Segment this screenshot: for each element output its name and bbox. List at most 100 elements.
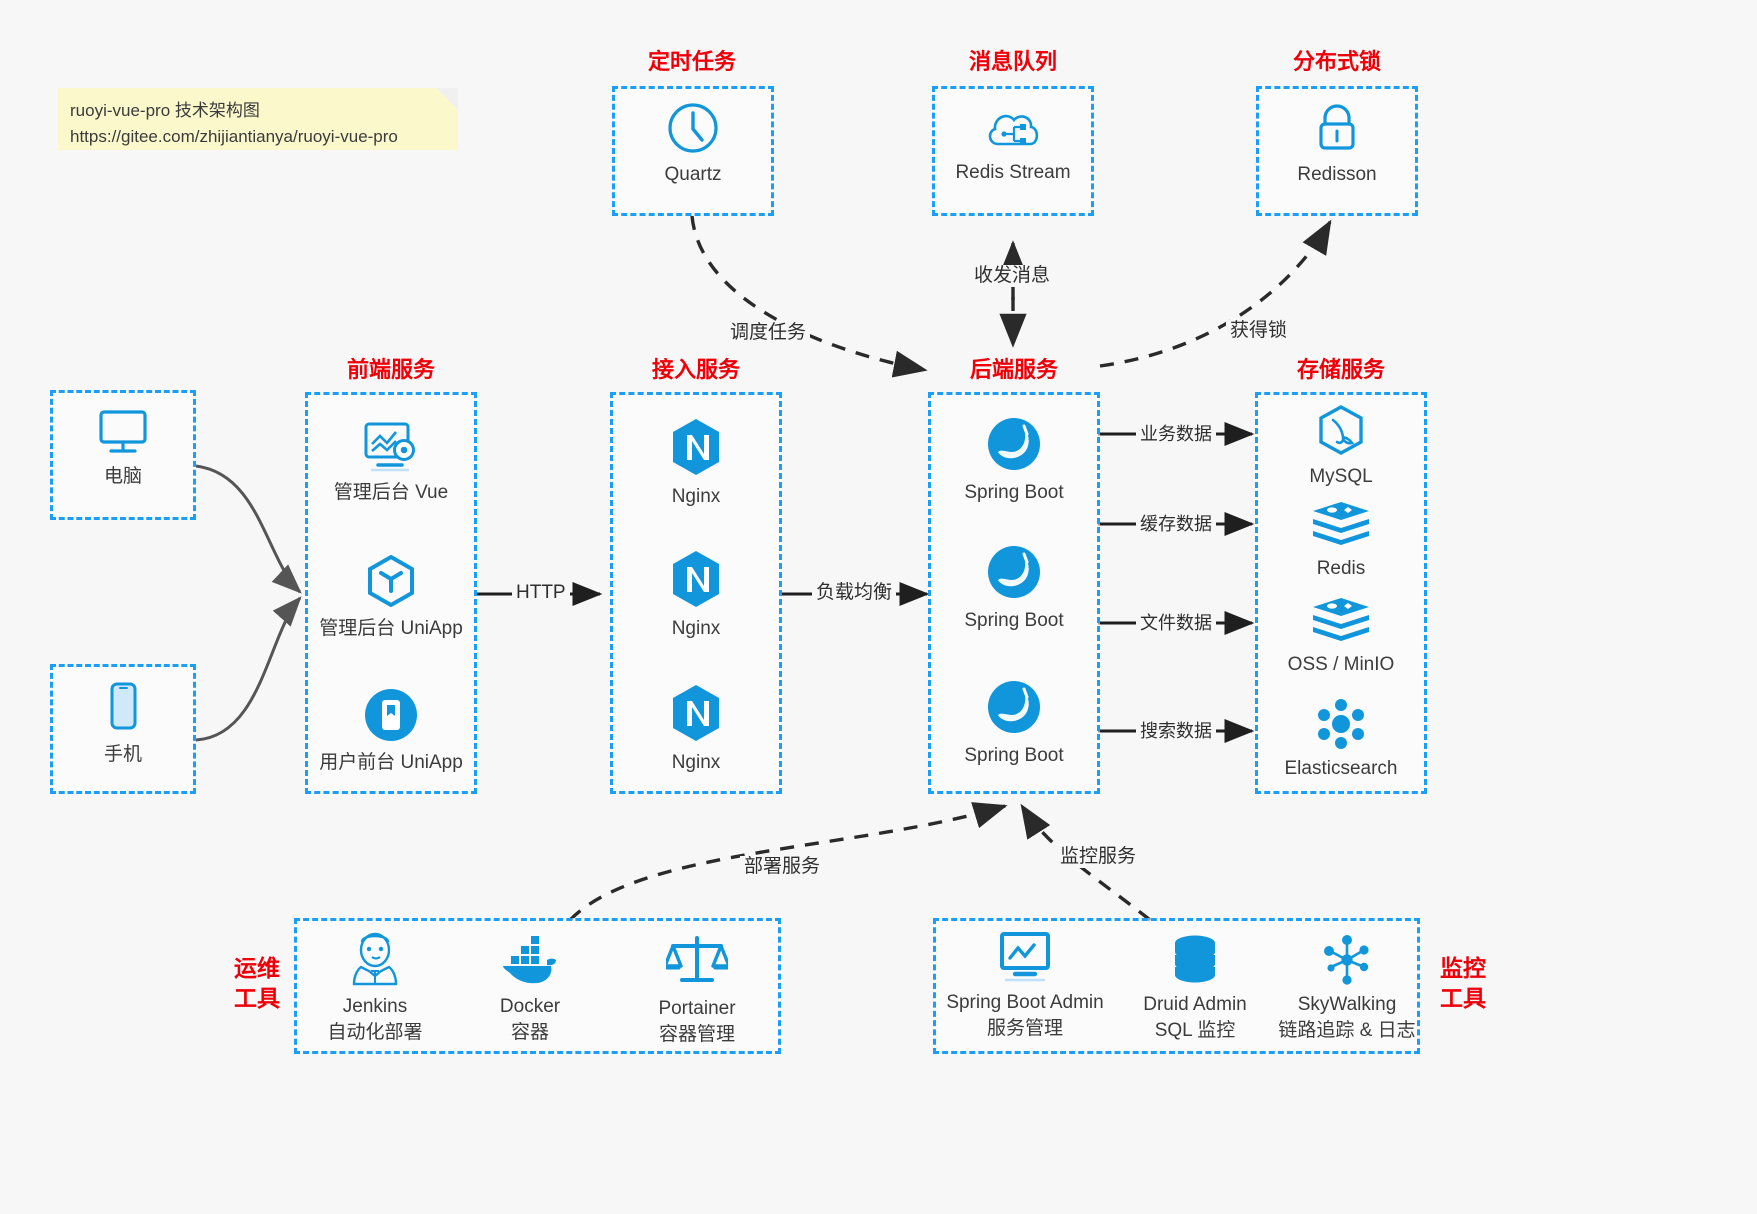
- node-sub-skywalking: 链路追踪 & 日志: [1278, 1020, 1416, 1041]
- node-admin-uniapp[interactable]: 管理后台 UniApp: [319, 552, 463, 641]
- group-mq: [932, 86, 1094, 216]
- node-label-mobile: 手机: [103, 744, 142, 765]
- group-title-lock: 分布式锁: [1292, 49, 1381, 74]
- edge-label-search-data: 搜索数据: [1136, 720, 1216, 742]
- node-label-nginx-1: Nginx: [671, 486, 721, 507]
- node-label-nginx-2: Nginx: [671, 618, 721, 639]
- node-sub-druid-admin: SQL 监控: [1154, 1020, 1236, 1041]
- node-label-spring-boot-1: Spring Boot: [964, 482, 1064, 503]
- node-redis[interactable]: Redis: [1270, 500, 1412, 581]
- database-icon: [1175, 935, 1215, 983]
- group-title-devops-line2: 工具: [234, 985, 280, 1011]
- node-spring-boot-admin[interactable]: Spring Boot Admin 服务管理: [940, 930, 1110, 1042]
- node-label-druid-admin: Druid Admin: [1143, 994, 1247, 1015]
- node-label-mysql: MySQL: [1309, 466, 1373, 487]
- group-title-devops: 运维 工具: [222, 953, 292, 1013]
- diagram-note: ruoyi-vue-pro 技术架构图 https://gitee.com/zh…: [58, 88, 458, 150]
- node-skywalking[interactable]: SkyWalking 链路追踪 & 日志: [1268, 934, 1426, 1044]
- app-icon: [365, 689, 417, 741]
- node-label-skywalking: SkyWalking: [1297, 994, 1397, 1015]
- group-title-monitor-line1: 监控: [1440, 955, 1486, 981]
- node-label-spring-boot-2: Spring Boot: [964, 610, 1064, 631]
- node-label-redisson: Redisson: [1297, 164, 1377, 185]
- edge-label-load-balance: 负载均衡: [812, 582, 897, 604]
- oss-icon: [1313, 598, 1369, 641]
- spring-icon: [988, 418, 1040, 470]
- group-title-devops-line1: 运维: [234, 955, 280, 981]
- network-nodes-icon: [1324, 935, 1369, 985]
- node-label-quartz: Quartz: [664, 164, 722, 185]
- node-label-desktop: 电脑: [103, 466, 142, 487]
- node-nginx-2[interactable]: Nginx: [625, 548, 767, 641]
- edge-label-monitor-service: 监控服务: [1056, 846, 1141, 868]
- node-spring-boot-2[interactable]: Spring Boot: [943, 542, 1085, 633]
- dashboard-icon: [364, 422, 415, 472]
- note-line-title: ruoyi-vue-pro 技术架构图: [70, 101, 260, 120]
- group-title-scheduler: 定时任务: [647, 49, 736, 74]
- edge-label-http: HTTP: [512, 582, 570, 604]
- edge-label-business-data: 业务数据: [1136, 423, 1216, 445]
- mobile-icon: [110, 682, 137, 730]
- node-nginx-1[interactable]: Nginx: [625, 416, 767, 509]
- node-docker[interactable]: Docker 容器: [470, 936, 590, 1046]
- node-sub-portainer: 容器管理: [658, 1024, 735, 1045]
- desktop-icon: [99, 410, 147, 453]
- node-label-spring-boot-3: Spring Boot: [964, 745, 1064, 766]
- edge-label-cache-data: 缓存数据: [1136, 513, 1216, 535]
- node-label-docker: Docker: [499, 996, 561, 1017]
- node-label-admin-uniapp: 管理后台 UniApp: [319, 618, 463, 639]
- node-label-nginx-3: Nginx: [671, 752, 721, 773]
- monitor-chart-icon: [1000, 932, 1050, 982]
- node-label-oss-minio: OSS / MinIO: [1287, 654, 1395, 675]
- node-quartz[interactable]: Quartz: [632, 100, 754, 187]
- node-user-uniapp[interactable]: 用户前台 UniApp: [319, 686, 463, 775]
- node-redisson[interactable]: Redisson: [1276, 100, 1398, 187]
- node-portainer[interactable]: Portainer 容器管理: [630, 932, 764, 1048]
- spring-icon: [988, 546, 1040, 598]
- node-label-jenkins: Jenkins: [342, 996, 408, 1017]
- node-redis-stream[interactable]: Redis Stream: [952, 104, 1074, 185]
- group-title-mq: 消息队列: [968, 49, 1057, 74]
- group-title-storage: 存储服务: [1296, 357, 1385, 382]
- edge-label-deploy-service: 部署服务: [740, 856, 825, 878]
- nginx-icon: [673, 419, 719, 475]
- spring-icon: [988, 681, 1040, 733]
- node-nginx-3[interactable]: Nginx: [625, 682, 767, 775]
- node-admin-vue[interactable]: 管理后台 Vue: [320, 418, 462, 505]
- cloud-stream-icon: [988, 114, 1039, 146]
- node-label-portainer: Portainer: [658, 998, 736, 1019]
- group-title-monitor-line2: 工具: [1440, 985, 1486, 1011]
- cube-icon: [368, 554, 414, 608]
- node-sub-spring-boot-admin: 服务管理: [986, 1018, 1063, 1039]
- node-label-user-uniapp: 用户前台 UniApp: [319, 752, 463, 773]
- group-title-monitor: 监控 工具: [1428, 953, 1498, 1013]
- node-spring-boot-3[interactable]: Spring Boot: [943, 677, 1085, 768]
- mysql-icon: [1319, 405, 1363, 455]
- node-druid-admin[interactable]: Druid Admin SQL 监控: [1130, 934, 1260, 1044]
- node-elasticsearch[interactable]: Elasticsearch: [1270, 698, 1412, 781]
- group-title-backend: 后端服务: [969, 357, 1058, 382]
- node-mobile[interactable]: 手机: [62, 680, 184, 767]
- edge-label-file-data: 文件数据: [1136, 612, 1216, 634]
- group-title-frontend: 前端服务: [346, 357, 435, 382]
- edge-label-mq: 收发消息: [970, 265, 1055, 287]
- node-label-elasticsearch: Elasticsearch: [1284, 758, 1398, 779]
- node-sub-jenkins: 自动化部署: [327, 1022, 423, 1043]
- node-spring-boot-1[interactable]: Spring Boot: [943, 414, 1085, 505]
- clock-icon: [668, 103, 718, 153]
- node-jenkins[interactable]: Jenkins 自动化部署: [310, 930, 440, 1046]
- node-mysql[interactable]: MySQL: [1270, 404, 1412, 489]
- nginx-icon: [673, 685, 719, 741]
- node-label-redis-stream: Redis Stream: [955, 162, 1071, 183]
- node-label-redis: Redis: [1316, 558, 1366, 579]
- node-label-admin-vue: 管理后台 Vue: [333, 482, 449, 503]
- node-desktop[interactable]: 电脑: [62, 406, 184, 489]
- docker-icon: [503, 936, 556, 984]
- edge-label-schedule-task: 调度任务: [726, 322, 811, 344]
- node-label-spring-boot-admin: Spring Boot Admin: [946, 992, 1104, 1013]
- group-title-gateway: 接入服务: [651, 357, 740, 382]
- group-lock: [1256, 86, 1418, 216]
- scales-icon: [666, 936, 728, 982]
- node-oss-minio[interactable]: OSS / MinIO: [1270, 596, 1412, 677]
